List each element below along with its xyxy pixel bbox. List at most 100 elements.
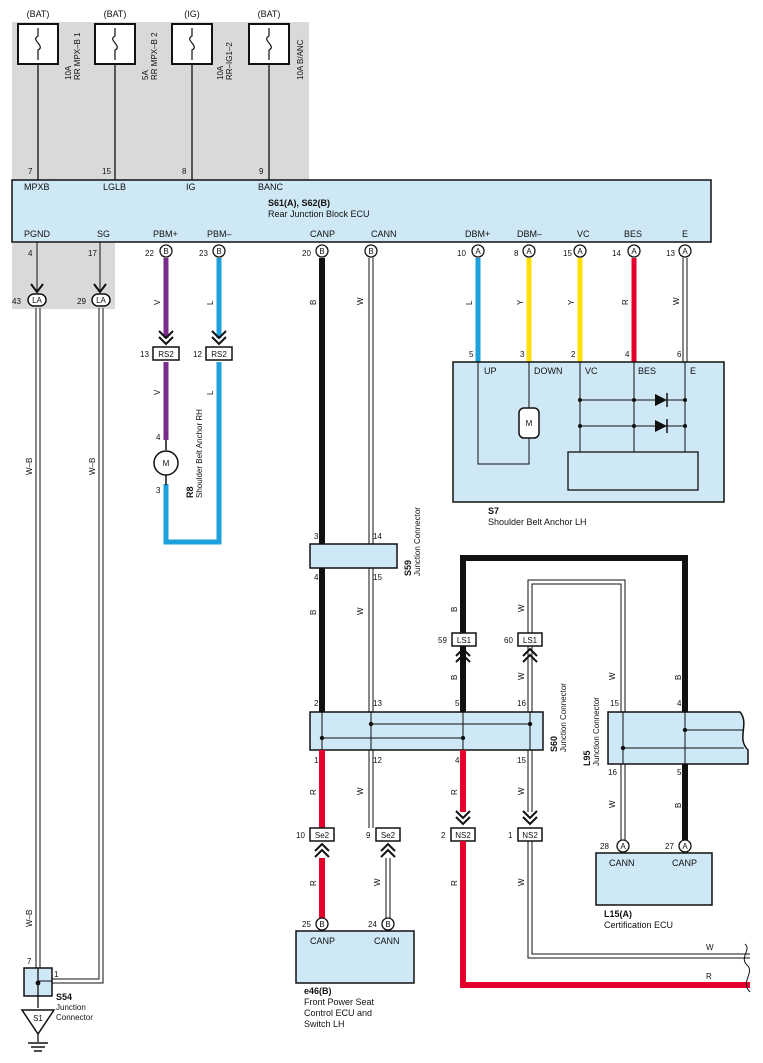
- ecu-term-canp: CANP: [310, 229, 335, 239]
- ecu-term-pgnd: PGND: [24, 229, 51, 239]
- l95-pin-4: 4: [677, 699, 682, 708]
- ls1-connector-59: LS1 59: [438, 632, 477, 647]
- wire-color-l15-w: W: [608, 800, 617, 808]
- svg-text:B: B: [163, 247, 168, 256]
- fuse-1-source: (BAT): [27, 9, 50, 19]
- wire-color-ns2-w: W: [517, 878, 526, 886]
- s60-pin-5: 5: [455, 699, 460, 708]
- wire-color-loop-w: W: [517, 604, 526, 612]
- wire-color-labels-upper: V L V L B W L Y Y R W: [153, 297, 681, 395]
- fuse-4-source: (BAT): [258, 9, 281, 19]
- fuse-1-pin: 7: [28, 167, 33, 176]
- s7-term-e: E: [690, 366, 696, 376]
- ground-id: S1: [33, 1014, 43, 1023]
- fuse-3-pin: 8: [182, 167, 187, 176]
- svg-text:B: B: [368, 247, 373, 256]
- la-connector-43: LA 43: [12, 293, 47, 307]
- svg-text:A: A: [631, 247, 637, 256]
- wire-color-s60-r1: R: [309, 789, 318, 795]
- ecu-pin-pbm-plus: 22: [145, 249, 154, 258]
- svg-text:V: V: [153, 389, 162, 395]
- fuse-4-pin: 9: [259, 167, 264, 176]
- e46-pin-24: 24: [368, 920, 377, 929]
- fuse-1: (BAT) 10A RR MPX–B 1: [17, 9, 82, 80]
- la-pin-43: 43: [12, 297, 21, 306]
- ecu-pin-canp: 20: [302, 249, 311, 258]
- l15-id: L15(A): [604, 909, 632, 919]
- s54-name-line-1: Junction: [56, 1003, 86, 1012]
- fuse-wires: [37, 64, 270, 180]
- la-pin-29: 29: [77, 297, 86, 306]
- wire-color-canp-mid: B: [309, 610, 318, 615]
- s7-motor-label: M: [526, 419, 533, 428]
- svg-text:RS2: RS2: [158, 350, 174, 359]
- wire-color-s60-w: W: [517, 672, 526, 680]
- ecu-pin-circles: B B B B A A A A A: [159, 244, 692, 258]
- s54-pin-1: 1: [54, 970, 59, 979]
- rs2-pin-12: 12: [193, 350, 202, 359]
- rear-junction-block-ecu: [11, 179, 712, 243]
- rs2-arrow-12: [211, 330, 227, 346]
- svg-text:L: L: [206, 390, 215, 395]
- s60-pin-16: 16: [517, 699, 526, 708]
- break-mark: [743, 943, 751, 993]
- fuse-3-source: (IG): [184, 9, 200, 19]
- l95-name: Junction Connector: [592, 697, 601, 766]
- s60-junction-connector: 2 13 5 16 1 12 4 15 S60 Junction Connect…: [309, 683, 568, 765]
- svg-text:Y: Y: [516, 299, 525, 305]
- fuse-2: (BAT) 5A RR MPX–B 2: [94, 9, 159, 80]
- wire-color-s60-w12: W: [356, 787, 365, 795]
- se2-arrow-10: [314, 842, 330, 858]
- r8-motor: M 4 3 R8 Shoulder Belt Anchor RH: [153, 409, 204, 498]
- ns2-connector-2: NS2 2: [441, 827, 476, 842]
- la-connector-29: LA 29: [77, 293, 111, 307]
- l95-pin-16: 16: [608, 768, 617, 777]
- l15-term-canp: CANP: [672, 858, 697, 868]
- svg-text:Se2: Se2: [381, 831, 396, 840]
- wire-color-l95-b-top: B: [674, 675, 683, 680]
- se2-pin-10: 10: [296, 831, 305, 840]
- svg-text:R: R: [621, 299, 630, 305]
- svg-text:W: W: [672, 297, 681, 305]
- ls1-arrow-59: [455, 647, 471, 663]
- e46-term-cann: CANN: [374, 936, 400, 946]
- l15-name: Certification ECU: [604, 920, 673, 930]
- svg-text:LA: LA: [96, 296, 106, 305]
- l15-certification-ecu: A A 28 27 CANN CANP L15(A) Certification…: [595, 839, 713, 930]
- wire-color-l95-w-top: W: [608, 672, 617, 680]
- ecu-term-lglb: LGLB: [103, 182, 126, 192]
- e46-name-line-2: Control ECU and: [304, 1008, 372, 1018]
- fuse-2-name: RR MPX–B 2: [150, 32, 159, 80]
- s54-id: S54: [56, 992, 72, 1002]
- ecu-pin-pgnd: 4: [28, 249, 33, 258]
- wire-color-s60-r4: R: [450, 789, 459, 795]
- svg-text:A: A: [577, 247, 583, 256]
- ecu-bottom-terminals: PGND SG PBM+ PBM– CANP CANN DBM+ DBM– VC…: [24, 229, 688, 239]
- ecu-term-bes: BES: [624, 229, 642, 239]
- s7-id: S7: [488, 506, 499, 516]
- svg-text:W: W: [356, 297, 365, 305]
- svg-text:V: V: [153, 299, 162, 305]
- svg-text:NS2: NS2: [455, 831, 471, 840]
- fuse-2-source: (BAT): [104, 9, 127, 19]
- wire-color-e46-r: R: [309, 880, 318, 886]
- ecu-term-ig: IG: [186, 182, 196, 192]
- svg-text:A: A: [526, 247, 532, 256]
- arrow-pgnd: [30, 283, 44, 294]
- wire-color-l15-b: B: [674, 803, 683, 808]
- ns2-pin-1: 1: [508, 831, 513, 840]
- s60-pin-2: 2: [314, 699, 319, 708]
- fuse-1-rating: 10A: [64, 65, 73, 80]
- ecu-term-pbm-minus: PBM–: [207, 229, 232, 239]
- e46-id: e46(B): [304, 986, 332, 996]
- ecu-pin-dbm-plus: 10: [457, 249, 466, 258]
- ecu-term-mpxb: MPXB: [24, 182, 50, 192]
- s7-shoulder-belt-anchor-lh: 5 3 2 4 6 UP DOWN VC BES E M: [452, 350, 725, 527]
- ecu-name: Rear Junction Block ECU: [268, 209, 370, 219]
- s54-junction-connector: 7 1 S54 Junction Connector: [23, 957, 93, 1022]
- ecu-pin-bes: 14: [612, 249, 621, 258]
- wire-white-to-right: [527, 841, 750, 959]
- wire-white-ns2-upper: [527, 750, 533, 812]
- svg-text:B: B: [319, 920, 324, 929]
